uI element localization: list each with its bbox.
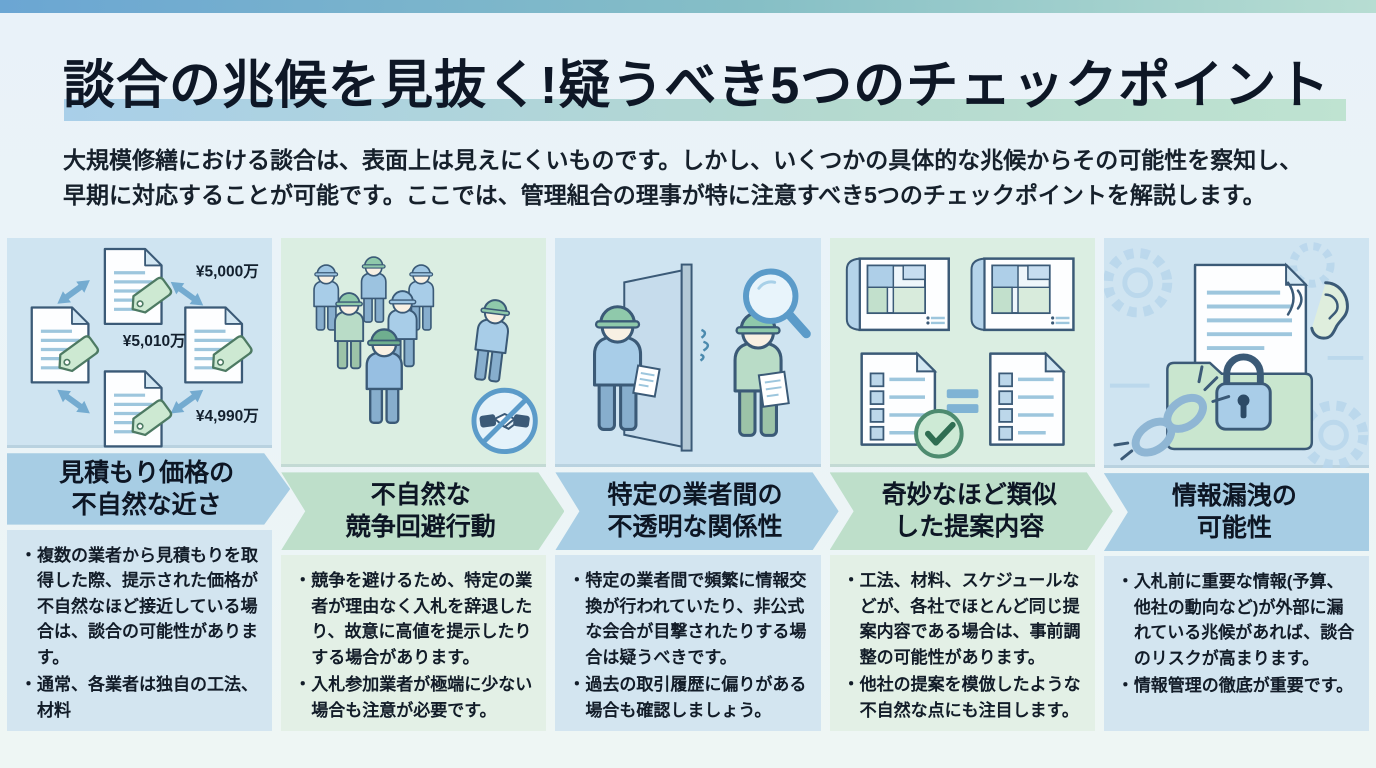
broken-chain-icon <box>1113 365 1230 461</box>
intro-line-2: 早期に対応することが可能です。ここでは、管理組合の理事が特に注意すべき5つのチェ… <box>63 182 1266 209</box>
checkpoint-card-2: 不自然な 競争回避行動 ・ 競争を避けるため、特定の業者が理由なく入札を辞退した… <box>281 238 547 732</box>
bullet-text: 入札前に重要な情報(予算、他社の動向など)が外部に漏れている兆候があれば、談合の… <box>1133 572 1355 668</box>
secret-meeting-illustration <box>555 238 821 468</box>
intro-line-1: 大規模修繕における談合は、表面上は見えにくいものです。しかし、いくつかの具体的な… <box>63 146 1303 173</box>
bullet-marker: ・ <box>842 675 860 695</box>
checkpoint-card-1: ¥5,000万 ¥5,010万 ¥4,990万 見積もり価格の 不自然な近さ ・… <box>7 238 273 732</box>
bullet-marker: ・ <box>842 571 860 591</box>
worker-group-icon <box>313 256 435 425</box>
information-leak-illustration-svg <box>1103 242 1369 469</box>
bullet-item: ・ 特定の業者間で頻繁に情報交換が行われていたり、非公式な会合が目撃されたりする… <box>568 568 809 670</box>
checkpoint-bullets-5: ・ 入札前に重要な情報(予算、他社の動向など)が外部に漏れている兆候があれば、談… <box>1103 556 1370 732</box>
walking-away-worker-icon <box>470 297 513 384</box>
bullet-item: ・ 入札前に重要な情報(予算、他社の動向など)が外部に漏れている兆候があれば、談… <box>1117 569 1358 671</box>
checkpoint-columns: ¥5,000万 ¥5,010万 ¥4,990万 見積もり価格の 不自然な近さ ・… <box>0 238 1376 732</box>
whispering-workers-icon <box>593 305 791 438</box>
bullet-marker: ・ <box>568 675 586 695</box>
checkpoint-banner-5: 情報漏洩の 可能性 <box>1103 473 1370 552</box>
checkpoint-heading-line: 不自然な <box>370 481 471 510</box>
checkpoint-bullets-4: ・ 工法、材料、スケジュールなどが、各社でほとんど同じ提案内容である場合は、事前… <box>829 555 1095 732</box>
checkpoint-heading-line: 競争回避行動 <box>345 513 496 542</box>
infographic-page: 談合の兆候を見抜く!疑うべき5つのチェックポイント 大規模修繕における談合は、表… <box>0 0 1376 732</box>
checkpoint-bullets-2: ・ 競争を避けるため、特定の業者が理由なく入札を辞退したり、故意に高値を提示した… <box>281 555 547 732</box>
ear-icon <box>1286 281 1349 340</box>
bullet-item: ・ 複数の業者から見積もりを取得した際、提示された価格が不自然なほど接近している… <box>20 543 261 671</box>
checkpoint-card-3: 特定の業者間の 不透明な関係性 ・ 特定の業者間で頻繁に情報交換が行われていたり… <box>555 238 821 732</box>
checkpoint-heading-line: 奇妙なほど類似 <box>881 481 1057 510</box>
bullet-text: 情報管理の徹底が重要です。 <box>1133 676 1354 696</box>
magnifier-icon <box>743 268 812 339</box>
check-circle-icon <box>913 409 964 459</box>
equals-icon <box>946 389 979 414</box>
bullet-text: 通常、各業者は独自の工法、材料 <box>37 675 258 720</box>
bullet-marker: ・ <box>294 675 312 695</box>
bullet-text: 競争を避けるため、特定の業者が理由なく入札を辞退したり、故意に高値を提示したりす… <box>311 571 533 667</box>
bullet-marker: ・ <box>1116 676 1134 696</box>
bullet-text: 特定の業者間で頻繁に情報交換が行われていたり、非公式な会合が目撃されたりする場合… <box>585 571 807 667</box>
bullet-item: ・ 競争を避けるため、特定の業者が理由なく入札を辞退したり、故意に高値を提示した… <box>294 568 535 670</box>
checkpoint-heading-line: 情報漏洩の <box>1171 482 1297 511</box>
checkpoint-banner-3: 特定の業者間の 不透明な関係性 <box>555 472 838 550</box>
checkpoint-heading-line: 不透明な関係性 <box>607 513 783 542</box>
bullet-item: ・ 通常、各業者は独自の工法、材料 <box>20 672 261 723</box>
title-block: 談合の兆候を見抜く!疑うべき5つのチェックポイント <box>63 57 1346 121</box>
checkpoint-banner-4: 奇妙なほど類似 した提案内容 <box>830 472 1113 550</box>
bullet-text: 複数の業者から見積もりを取得した際、提示された価格が不自然なほど接近している場合… <box>37 545 258 667</box>
bullet-item: ・ 入札参加業者が極端に少ない場合も注意が必要です。 <box>294 672 535 723</box>
header: 談合の兆候を見抜く!疑うべき5つのチェックポイント 大規模修繕における談合は、表… <box>0 57 1376 214</box>
information-leak-illustration <box>1103 238 1370 469</box>
price-label-bottom: ¥4,990万 <box>196 408 259 425</box>
identical-proposals-illustration <box>829 238 1095 468</box>
checkpoint-heading-line: 特定の業者間の <box>607 481 783 510</box>
checkpoint-heading-line: 可能性 <box>1196 514 1272 543</box>
no-handshake-icon <box>471 387 538 455</box>
price-quote-documents-illustration-svg: ¥5,000万 ¥5,010万 ¥4,990万 <box>30 247 259 449</box>
partition-wall-icon <box>623 263 693 452</box>
checkpoint-bullets-3: ・ 特定の業者間で頻繁に情報交換が行われていたり、非公式な会合が目撃されたりする… <box>555 555 821 732</box>
checkpoint-banner-2: 不自然な 競争回避行動 <box>281 472 564 550</box>
padlock-icon <box>1215 353 1272 431</box>
bullet-marker: ・ <box>1116 572 1134 592</box>
identical-proposals-illustration-svg <box>845 257 1075 459</box>
whisper-marks-icon <box>700 328 710 362</box>
top-accent-bar <box>0 0 1376 13</box>
bullet-marker: ・ <box>294 571 312 591</box>
bullet-marker: ・ <box>568 571 586 591</box>
price-label-middle: ¥5,010万 <box>123 333 186 350</box>
price-label-top: ¥5,000万 <box>196 263 259 280</box>
checkpoint-heading-line: した提案内容 <box>894 513 1045 542</box>
checkpoint-banner-1: 見積もり価格の 不自然な近さ <box>7 453 290 524</box>
checkpoint-heading-line: 見積もり価格の <box>59 458 235 487</box>
bullet-item: ・ 工法、材料、スケジュールなどが、各社でほとんど同じ提案内容である場合は、事前… <box>843 568 1084 670</box>
checkpoint-heading-line: 不自然な近さ <box>71 490 222 519</box>
bullet-text: 他社の提案を模倣したような不自然な点にも注目します。 <box>859 675 1081 720</box>
workers-avoiding-competition-illustration <box>281 238 547 468</box>
bullet-text: 入札参加業者が極端に少ない場合も注意が必要です。 <box>311 675 533 720</box>
blueprint-icon <box>845 257 1075 332</box>
bullet-text: 工法、材料、スケジュールなどが、各社でほとんど同じ提案内容である場合は、事前調整… <box>859 571 1081 667</box>
checkpoint-card-4: 奇妙なほど類似 した提案内容 ・ 工法、材料、スケジュールなどが、各社でほとんど… <box>829 238 1095 732</box>
bullet-marker: ・ <box>20 675 37 695</box>
price-quote-documents-illustration: ¥5,000万 ¥5,010万 ¥4,990万 <box>7 238 273 449</box>
bullet-item: ・ 情報管理の徹底が重要です。 <box>1117 673 1358 699</box>
secret-meeting-illustration-svg <box>593 263 812 452</box>
page-title: 談合の兆候を見抜く!疑うべき5つのチェックポイント <box>63 57 1331 115</box>
document-icon <box>1193 262 1309 382</box>
locked-folder-icon <box>1165 353 1313 451</box>
bullet-text: 過去の取引履歴に偏りがある場合も確認しましょう。 <box>585 675 807 720</box>
checkpoint-bullets-1: ・ 複数の業者から見積もりを取得した際、提示された価格が不自然なほど接近している… <box>7 529 273 732</box>
title-underline <box>64 98 1346 121</box>
bullet-item: ・ 他社の提案を模倣したような不自然な点にも注目します。 <box>843 672 1084 723</box>
workers-illustration-svg <box>313 256 538 455</box>
bullet-item: ・ 過去の取引履歴に偏りがある場合も確認しましょう。 <box>568 672 809 723</box>
checkpoint-card-5: 情報漏洩の 可能性 ・ 入札前に重要な情報(予算、他社の動向など)が外部に漏れて… <box>1103 238 1370 732</box>
bullet-marker: ・ <box>20 545 37 565</box>
